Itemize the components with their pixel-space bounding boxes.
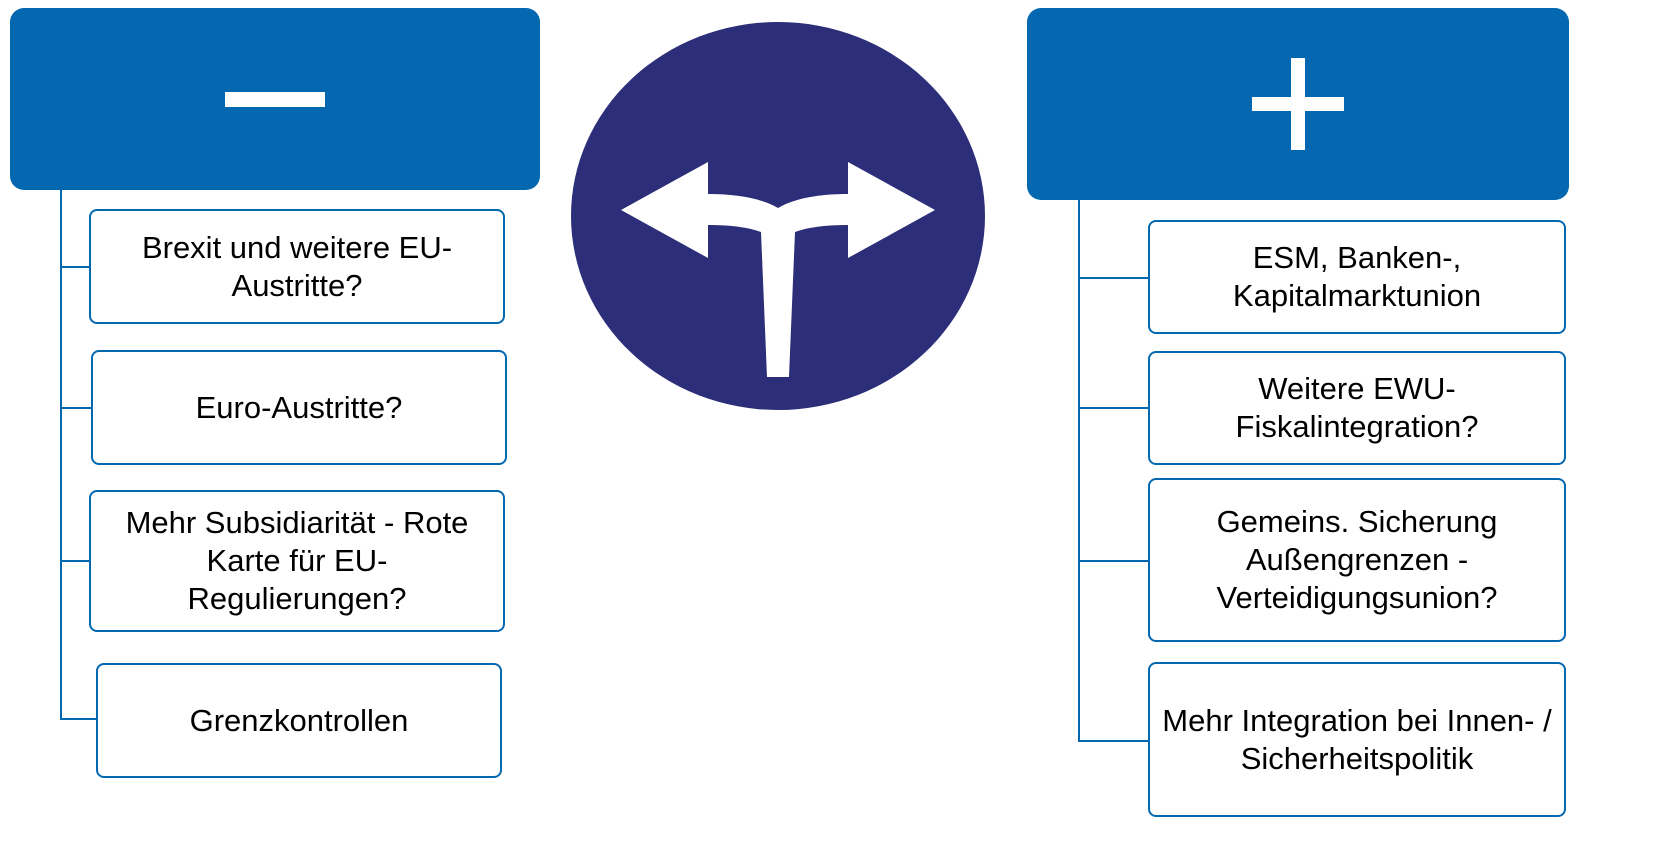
plus-header (1027, 8, 1569, 200)
right-branch-2 (1078, 407, 1150, 409)
right-item-border-defense-label: Gemeins. Sicherung Außengrenzen - Vertei… (1216, 504, 1498, 615)
left-branch-4 (60, 718, 98, 720)
left-branch-3 (60, 560, 91, 562)
right-item-esm-label: ESM, Banken-, Kapitalmarktunion (1232, 240, 1482, 313)
left-item-subsidiarity-label: Mehr Subsidiarität - Rote Karte für EU-R… (125, 505, 469, 616)
fork-road-sign-icon (571, 22, 985, 410)
plus-icon (1252, 58, 1344, 150)
left-item-border-controls-label: Grenzkontrollen (189, 702, 409, 738)
left-item-subsidiarity: Mehr Subsidiarität - Rote Karte für EU-R… (89, 490, 505, 632)
right-branch-1 (1078, 277, 1150, 279)
right-branch-4 (1078, 740, 1150, 742)
fork-arrow-icon (621, 162, 935, 377)
left-item-brexit: Brexit und weitere EU-Austritte? (89, 209, 505, 324)
left-branch-1 (60, 266, 91, 268)
right-item-security-policy-label: Mehr Integration bei Innen- / Sicherheit… (1162, 702, 1552, 776)
right-tree-trunk (1078, 200, 1080, 742)
right-item-fiscal-integration: Weitere EWU-Fiskalintegration? (1148, 351, 1566, 465)
right-item-fiscal-integration-label: Weitere EWU-Fiskalintegration? (1235, 371, 1479, 444)
right-item-security-policy: Mehr Integration bei Innen- / Sicherheit… (1148, 662, 1566, 817)
left-item-euro-exit: Euro-Austritte? (91, 350, 507, 465)
minus-icon (225, 91, 325, 107)
right-branch-3 (1078, 560, 1150, 562)
left-item-euro-exit-label: Euro-Austritte? (195, 389, 403, 425)
minus-header (10, 8, 540, 190)
left-item-brexit-label: Brexit und weitere EU-Austritte? (141, 229, 453, 303)
right-item-border-defense: Gemeins. Sicherung Außengrenzen - Vertei… (1148, 478, 1566, 642)
right-item-esm: ESM, Banken-, Kapitalmarktunion (1148, 220, 1566, 334)
left-item-border-controls: Grenzkontrollen (96, 663, 502, 778)
left-branch-2 (60, 407, 93, 409)
left-tree-trunk (60, 190, 62, 720)
